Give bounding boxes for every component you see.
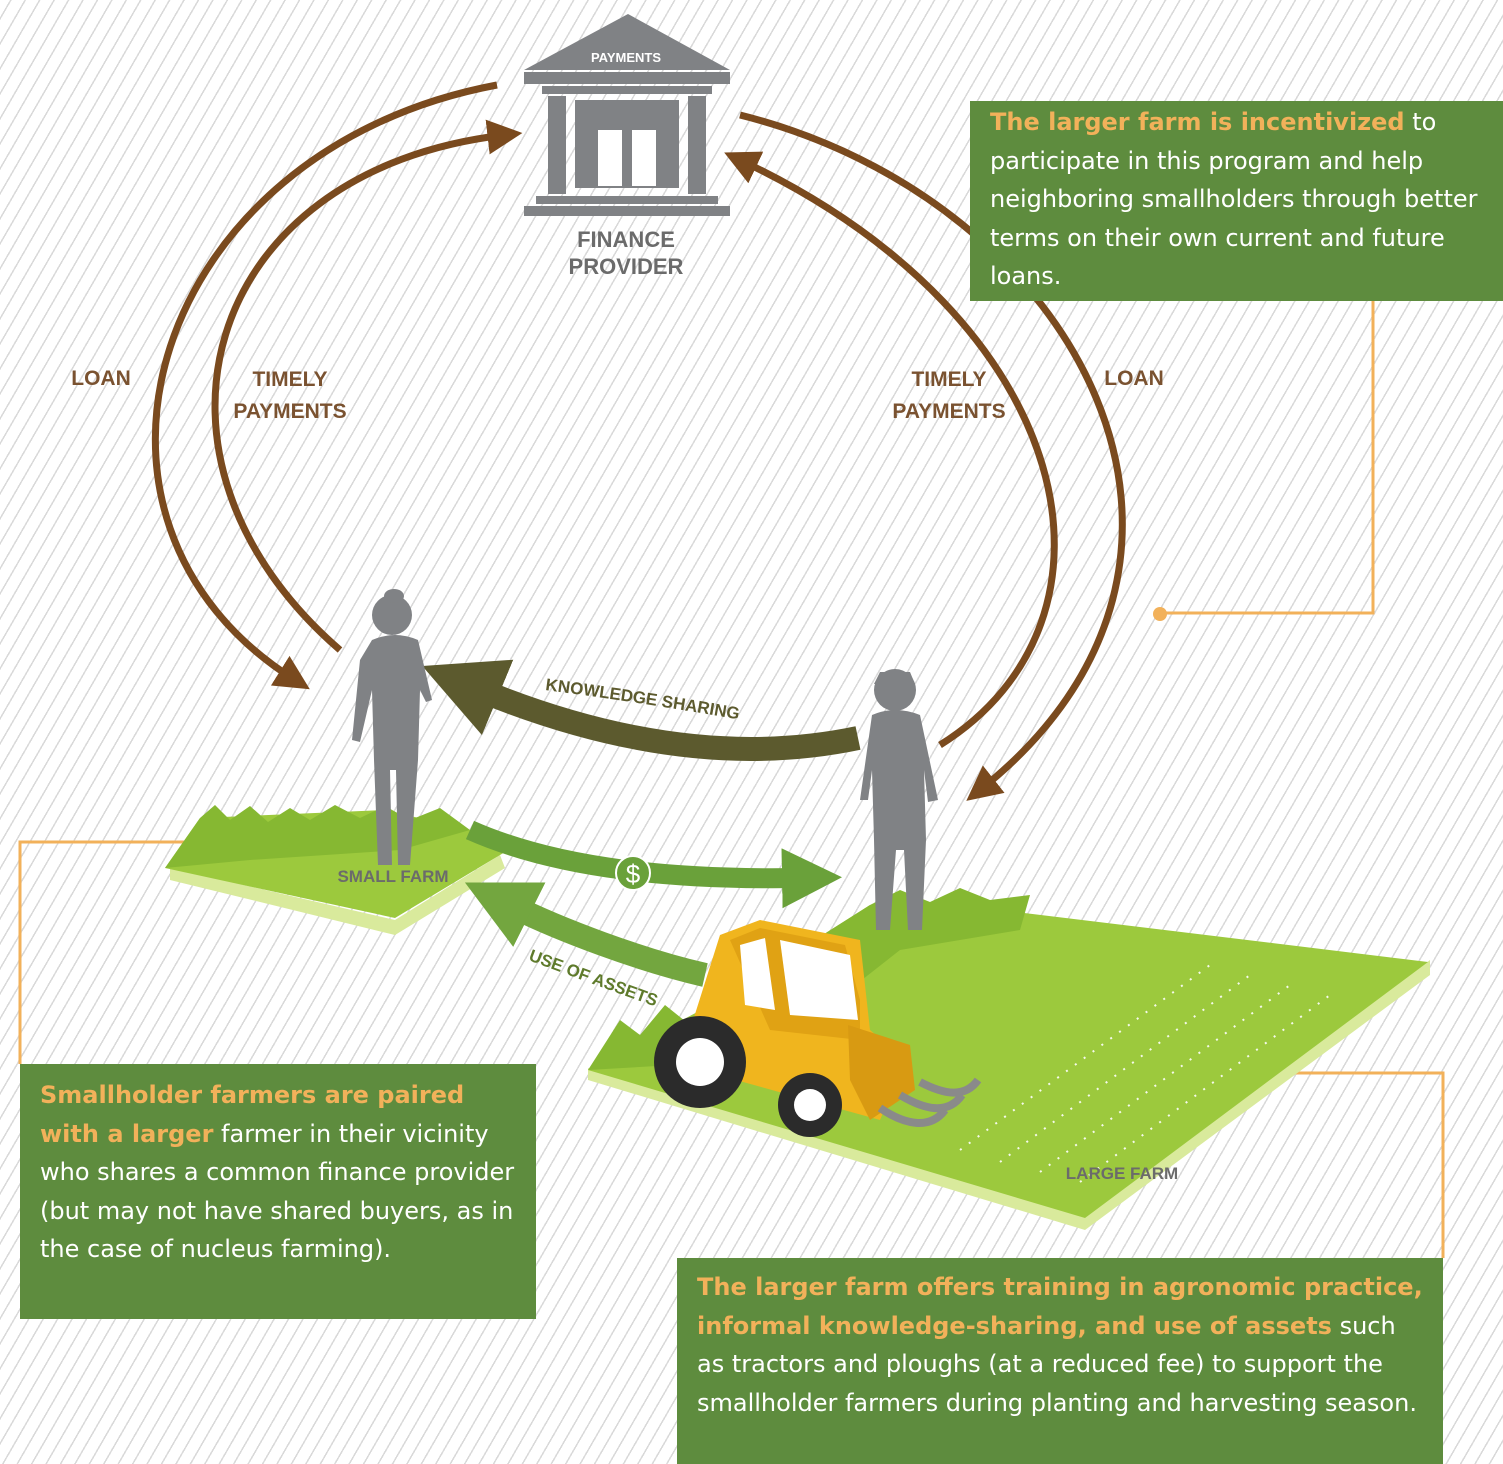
label-left-loan: LOAN: [71, 367, 131, 390]
callout-incentive: The larger farm is incentivized to parti…: [970, 101, 1503, 301]
callout-paired-highlight: Smallholder farmers are paired with a la…: [40, 1081, 465, 1148]
knowledge-sharing-arrow: [422, 659, 861, 761]
use-of-assets-arrow: [464, 882, 708, 987]
arrow-right-loan: [739, 111, 1126, 801]
label-right-loan: LOAN: [1104, 367, 1164, 390]
arrow-left-loan: [151, 81, 498, 690]
small-farm-patch: [165, 805, 505, 935]
connector-dot-incentive: [1153, 607, 1167, 621]
large-farmer-figure: [860, 669, 938, 930]
callout-incentive-highlight: The larger farm is incentivized: [990, 108, 1405, 136]
connector-incentive: [1160, 301, 1375, 615]
bank-icon: [524, 14, 730, 216]
label-left-timely-2: PAYMENTS: [233, 400, 346, 423]
bank-roof-label: PAYMENTS: [591, 50, 661, 65]
arrow-left-payments: [211, 119, 523, 653]
callout-offers-highlight: The larger farm offers training in agron…: [697, 1273, 1423, 1340]
callout-incentive-text: to participate in this program and help …: [990, 108, 1478, 290]
label-left-timely-1: TIMELY: [252, 368, 327, 391]
callout-paired: Smallholder farmers are paired with a la…: [20, 1064, 536, 1319]
tractor-icon: [654, 920, 982, 1137]
arrow-right-payments: [724, 151, 1058, 748]
label-right-timely-2: PAYMENTS: [892, 400, 1005, 423]
dollar-sign: $: [626, 859, 641, 889]
large-farm-label: LARGE FARM: [1066, 1164, 1178, 1183]
bank-name-line2: PROVIDER: [569, 254, 684, 279]
callout-paired-text: farmer in their vicinity who shares a co…: [40, 1119, 515, 1264]
callout-offers-text: such as tractors and ploughs (at a reduc…: [697, 1311, 1417, 1417]
small-farm-label: SMALL FARM: [337, 867, 448, 886]
label-right-timely-1: TIMELY: [911, 368, 986, 391]
small-farmer-figure: [352, 589, 432, 865]
bank-name-line1: FINANCE: [577, 227, 675, 252]
bank-door: [598, 130, 656, 186]
callout-offers: The larger farm offers training in agron…: [677, 1258, 1443, 1464]
loan-arrows: [151, 81, 1126, 801]
dollar-badge: [615, 855, 651, 891]
